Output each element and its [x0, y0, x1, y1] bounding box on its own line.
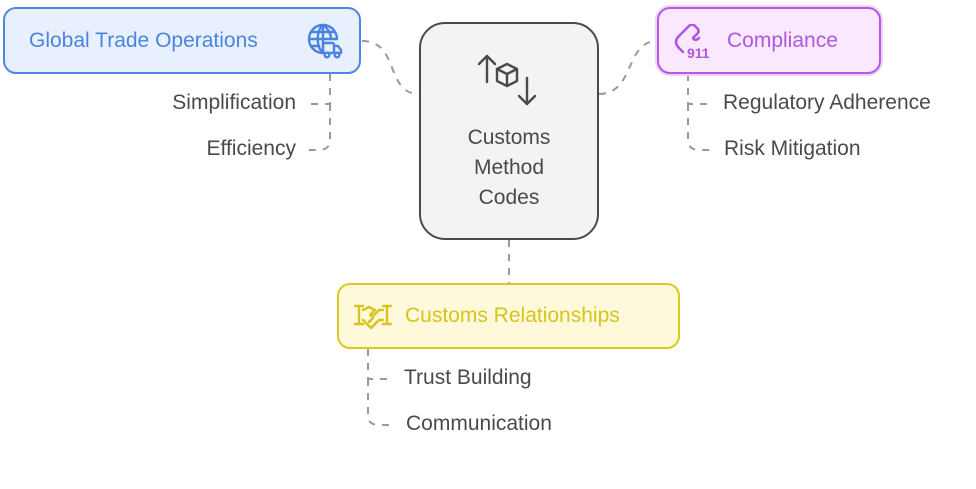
connector-trust — [367, 349, 394, 380]
connector-simplification — [306, 74, 331, 105]
center-label-line-1: Customs — [467, 126, 551, 149]
handshake-icon — [353, 302, 393, 338]
icon-911-text: 911 — [687, 45, 710, 61]
center-label-line-2: Method — [473, 156, 545, 179]
phone-911-icon: 911 — [673, 23, 717, 68]
leaf-risk-mitigation: Risk Mitigation — [724, 137, 861, 160]
leaf-trust-building: Trust Building — [404, 366, 532, 389]
connector-regulatory — [687, 74, 714, 105]
import-export-box-icon — [477, 52, 541, 117]
node-title: Global Trade Operations — [29, 28, 258, 52]
node-compliance[interactable]: 911 Compliance — [657, 7, 881, 74]
connector-communication — [367, 379, 394, 426]
leaf-efficiency: Efficiency — [206, 137, 297, 160]
leaf-simplification: Simplification — [172, 91, 296, 114]
node-title: Customs Relationships — [405, 304, 620, 327]
leaf-communication: Communication — [406, 412, 552, 435]
node-title: Compliance — [727, 28, 838, 52]
globe-truck-icon — [307, 23, 343, 67]
connector-center-to-global-trade — [361, 40, 420, 95]
connector-risk — [687, 104, 714, 151]
center-label-line-3: Codes — [478, 186, 540, 209]
connector-center-to-compliance — [598, 40, 658, 95]
node-customs-relationships[interactable]: Customs Relationships — [337, 283, 680, 349]
leaf-regulatory-adherence: Regulatory Adherence — [723, 91, 931, 114]
center-node-customs-method-codes[interactable]: Customs Method Codes — [419, 22, 599, 240]
node-global-trade-operations[interactable]: Global Trade Operations — [3, 7, 361, 74]
connector-efficiency — [306, 104, 331, 151]
